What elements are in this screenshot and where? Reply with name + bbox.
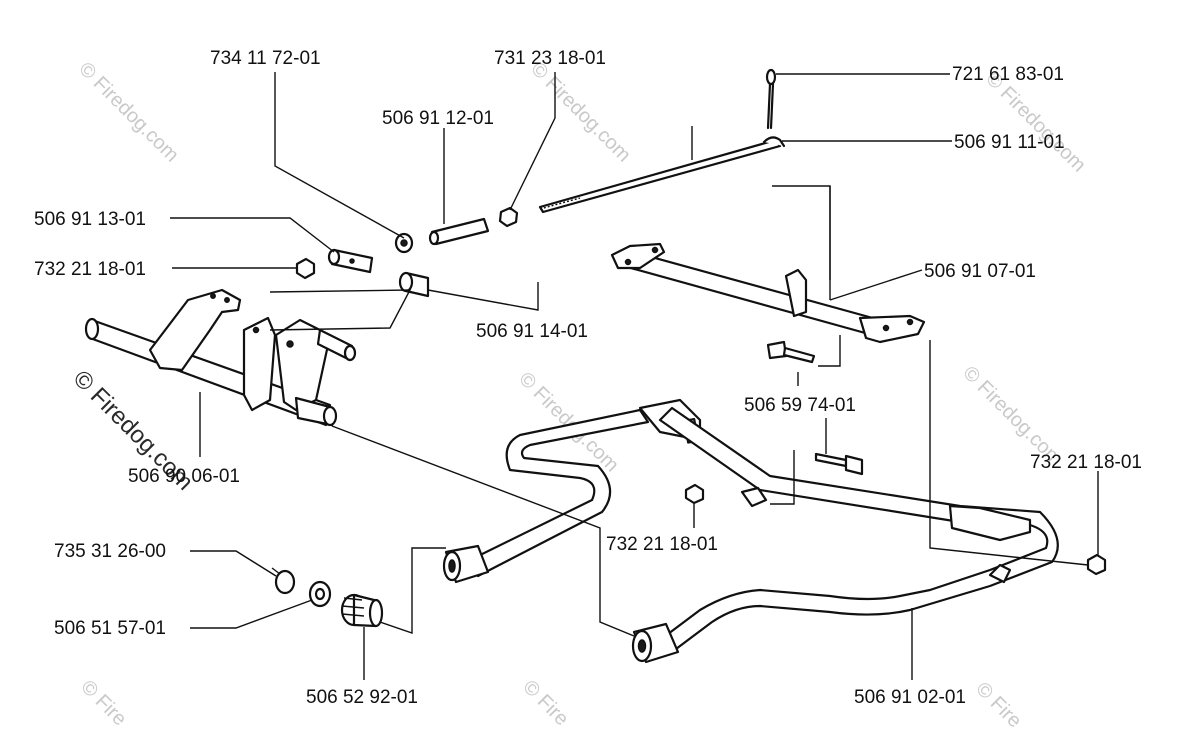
part-labels: 734 11 72-01 731 23 18-01 721 61 83-01 5… — [34, 48, 1142, 708]
watermark-7: © Fire — [518, 676, 572, 730]
control-rod — [538, 136, 786, 214]
label-506-51-57-01: 506 51 57-01 — [54, 618, 166, 639]
bushing-506-52-92 — [340, 593, 384, 628]
washer-734 — [394, 232, 414, 254]
bolt-lower — [814, 452, 864, 476]
washer-506-51-57 — [308, 580, 332, 608]
label-506-91-11-01: 506 91 11-01 — [954, 132, 1065, 153]
label-732-21-18-01-right: 732 21 18-01 — [1030, 452, 1142, 473]
label-732-21-18-01-mid: 732 21 18-01 — [606, 534, 718, 555]
nut-732-mid — [684, 483, 705, 505]
pin-506-91-13 — [327, 248, 374, 274]
label-735-31-26-00: 735 31 26-00 — [54, 541, 166, 562]
nut-732-left — [295, 257, 316, 280]
watermarks: © Firedog.com © Firedog.com © Firedog.co… — [68, 58, 1090, 732]
watermark-6: © Fire — [76, 676, 130, 730]
watermark-8: © Fire — [971, 678, 1025, 732]
bushing-506-91-14 — [398, 271, 430, 298]
label-506-90-06-01: 506 90 06-01 — [128, 466, 240, 487]
label-721-61-83-01: 721 61 83-01 — [952, 64, 1064, 85]
label-506-91-13-01: 506 91 13-01 — [34, 209, 146, 230]
watermark-2: © Firedog.com — [526, 58, 635, 167]
label-506-91-12-01: 506 91 12-01 — [382, 108, 494, 129]
right-cross-shaft — [610, 242, 926, 344]
label-506-91-07-01: 506 91 07-01 — [924, 261, 1036, 282]
label-506-91-14-01: 506 91 14-01 — [476, 321, 588, 342]
label-506-59-74-01: 506 59 74-01 — [744, 395, 856, 416]
bolt-506-59-74 — [766, 340, 816, 364]
split-pin — [765, 68, 777, 130]
label-506-91-02-01: 506 91 02-01 — [854, 687, 966, 708]
left-shaft-assembly — [84, 288, 357, 427]
circlip-735 — [271, 567, 296, 595]
label-506-52-92-01: 506 52 92-01 — [306, 687, 418, 708]
leader-lines — [170, 72, 1099, 680]
nut-731 — [498, 206, 519, 228]
label-731-23-18-01: 731 23 18-01 — [494, 48, 606, 69]
label-732-21-18-01-left: 732 21 18-01 — [34, 259, 146, 280]
label-734-11-72-01: 734 11 72-01 — [210, 48, 321, 69]
main-frame — [442, 398, 1059, 664]
nut-732-right — [1086, 553, 1107, 576]
watermark-1: © Firedog.com — [74, 58, 183, 167]
spacer-tube — [428, 217, 490, 246]
